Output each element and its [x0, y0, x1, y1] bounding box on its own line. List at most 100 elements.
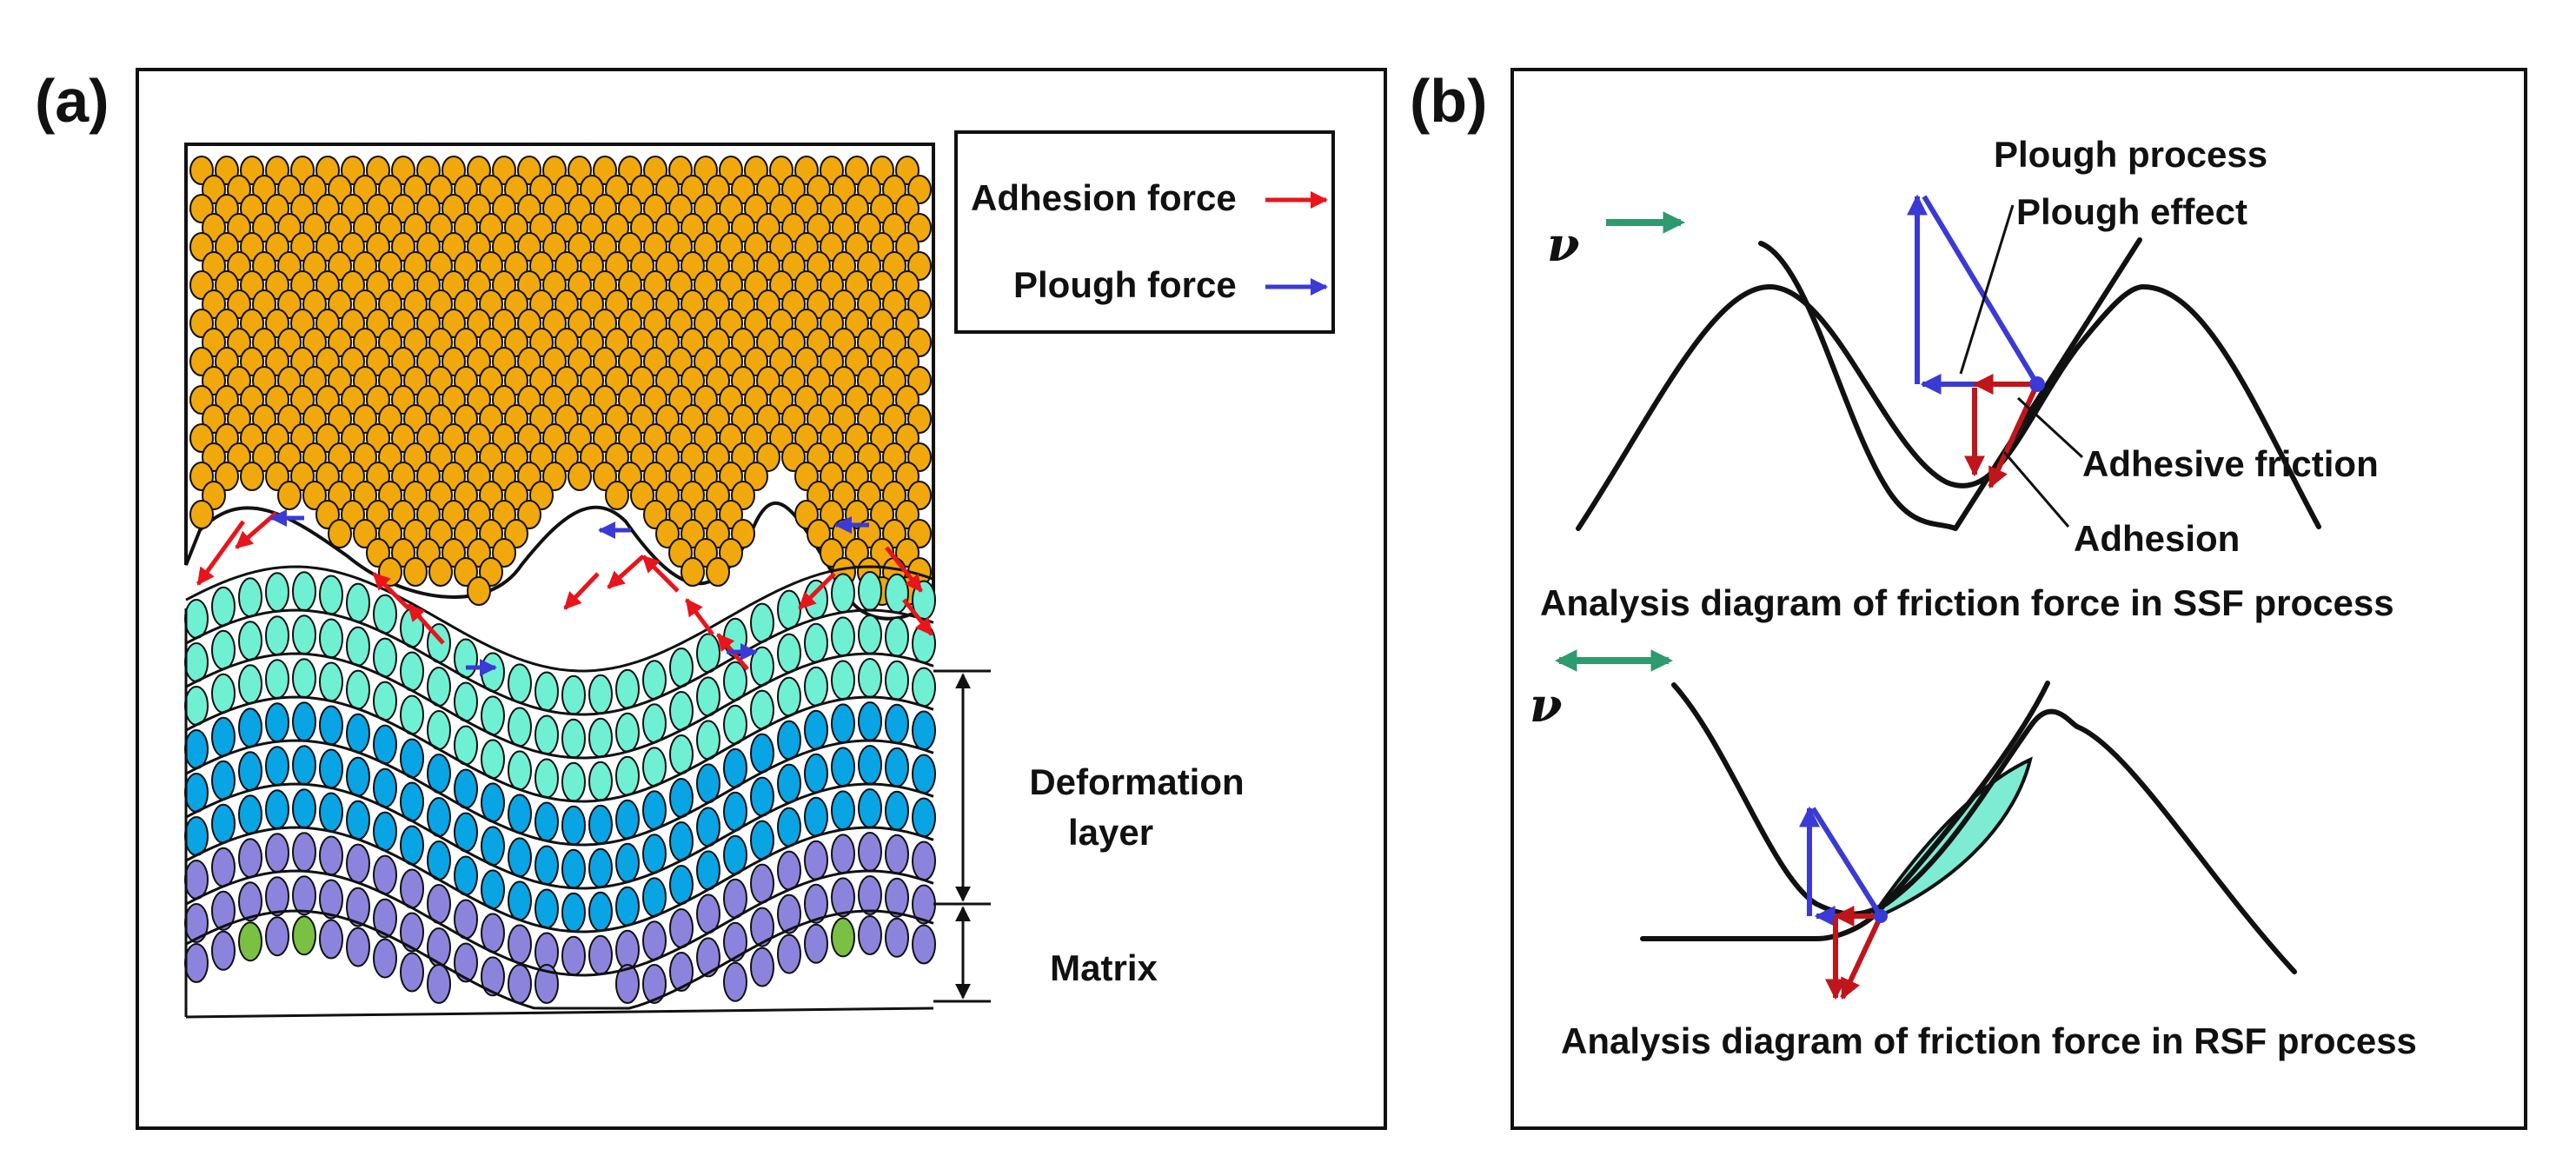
substrate-particle — [588, 804, 613, 845]
substrate-particle — [238, 838, 262, 879]
panel-a: (a) — [35, 67, 1387, 1130]
rsf-diagram: ν Analysis diagram of friction force in … — [1530, 649, 2417, 1061]
substrate-particle — [831, 877, 855, 918]
ssf-surface-profile — [1576, 284, 2321, 531]
substrate — [184, 565, 936, 1019]
substrate-particle — [292, 571, 316, 612]
substrate-particle — [265, 916, 289, 957]
substrate-particle — [373, 767, 397, 808]
substrate-particle — [534, 845, 559, 886]
substrate-particle — [750, 947, 774, 987]
substrate-particle — [292, 832, 316, 873]
substrate-particle — [211, 586, 236, 627]
substrate-particle — [750, 907, 774, 947]
substrate-particle — [804, 796, 828, 837]
substrate-particle — [211, 930, 236, 971]
substrate-particle — [777, 807, 801, 847]
substrate-particle — [858, 915, 882, 955]
substrate-base-line — [185, 1007, 934, 1019]
substrate-particle — [292, 788, 316, 829]
substrate-particle — [508, 750, 532, 791]
substrate-particle — [912, 924, 936, 965]
substrate-particle — [319, 575, 343, 615]
substrate-particle — [912, 754, 936, 794]
substrate-particle — [400, 651, 424, 692]
substrate-particle — [427, 927, 451, 967]
substrate-particle — [642, 964, 667, 1004]
substrate-particle — [561, 892, 586, 933]
substrate-particle — [831, 834, 855, 874]
substrate-particle — [885, 616, 909, 657]
adhesion-arrow — [885, 546, 923, 593]
counterface-block — [184, 143, 935, 621]
substrate-particle — [561, 761, 586, 802]
counterface-particle — [605, 481, 629, 510]
ssf-adhesion-leader — [2002, 451, 2070, 528]
ssf-adhesion-label: Adhesion — [2074, 518, 2240, 559]
substrate-particle — [912, 710, 936, 751]
substrate-particle — [777, 589, 801, 630]
substrate-particle — [184, 816, 209, 856]
adhesion-arrow — [641, 555, 680, 593]
substrate-particle — [184, 599, 209, 639]
substrate-layer-boundary — [185, 695, 934, 803]
substrate-particle — [750, 776, 774, 817]
substrate-particle — [912, 623, 936, 664]
substrate-particle — [750, 602, 774, 643]
substrate-particle — [238, 664, 262, 705]
substrate-particle — [831, 703, 855, 744]
substrate-particle — [211, 760, 236, 801]
substrate-particle — [831, 616, 855, 657]
substrate-particle — [508, 707, 532, 747]
substrate-particle — [561, 848, 586, 889]
substrate-particle — [211, 890, 236, 931]
adhesion-arrow — [407, 603, 445, 645]
substrate-particle — [669, 821, 694, 861]
counterface-particle — [403, 557, 428, 587]
panel-b: (b) ν Plough process Plough effect Adhes… — [1410, 67, 2527, 1130]
substrate-particle — [885, 703, 909, 744]
substrate-layer-boundary — [185, 565, 934, 673]
ssf-plough-effect-leader — [1959, 204, 2015, 375]
substrate-particle — [481, 913, 505, 953]
substrate-particle — [373, 637, 397, 678]
substrate-particle — [804, 666, 828, 707]
substrate-particle — [858, 658, 882, 698]
substrate-particle — [508, 663, 532, 704]
substrate-particle — [750, 863, 774, 904]
substrate-particle — [885, 917, 909, 958]
substrate-particle — [561, 805, 586, 846]
substrate-particle — [346, 713, 370, 754]
adhesion-arrow — [685, 598, 714, 636]
substrate-particle — [238, 621, 262, 661]
substrate-particle — [319, 919, 343, 960]
counterface-particle — [630, 481, 654, 510]
counterface-particle — [568, 462, 592, 491]
substrate-particle — [319, 661, 343, 702]
substrate-particles — [184, 571, 936, 1004]
ssf-velocity-symbol: ν — [1547, 216, 1579, 272]
substrate-particle — [400, 912, 424, 953]
substrate-particle — [184, 773, 209, 813]
ssf-plough-resultant-line — [1922, 195, 2040, 386]
substrate-particle — [858, 745, 882, 785]
substrate-particle — [912, 797, 936, 838]
substrate-particle — [346, 626, 370, 667]
substrate-layer-boundary — [185, 739, 934, 847]
substrate-particle — [642, 877, 667, 918]
substrate-particle — [427, 964, 451, 1004]
ssf-plough-process-label: Plough process — [1994, 134, 2267, 175]
substrate-particle — [346, 582, 370, 623]
substrate-particle — [534, 888, 559, 929]
substrate-layer-boundary — [185, 782, 934, 890]
substrate-particle — [885, 877, 909, 918]
ssf-diagram: ν Plough process Plough effect Adhesive … — [1540, 134, 2394, 623]
adhesion-arrow — [563, 572, 600, 610]
substrate-particle — [885, 834, 909, 874]
substrate-particle — [615, 755, 640, 796]
ssf-adhesion-resultant-arrow — [1988, 382, 2040, 489]
substrate-particle — [238, 881, 262, 922]
counterface-particle — [706, 557, 730, 587]
substrate-particle — [723, 921, 747, 962]
counterface-particle — [328, 519, 352, 548]
